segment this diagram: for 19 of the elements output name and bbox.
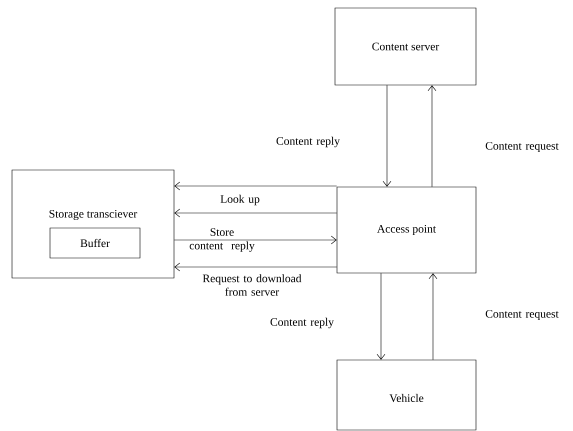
arrow (174, 236, 337, 244)
process-box: Content server (334, 8, 476, 86)
edge-label: Request to download from server (202, 274, 302, 296)
arrow (382, 85, 392, 187)
edge-label: Content reply (276, 136, 340, 148)
edge-label: Look up (220, 194, 260, 206)
arrow (428, 273, 438, 360)
edge-label: Content reply (270, 318, 334, 328)
edge-label: Store content reply (190, 228, 255, 252)
edge-label: Content request (486, 310, 559, 320)
buffer-box: Buffer (50, 228, 140, 258)
arrow (376, 273, 386, 360)
arrow (174, 208, 337, 218)
arrow (428, 85, 436, 187)
process-box: Vehicle (336, 360, 476, 430)
arrow (174, 182, 337, 190)
process-box: Access point (336, 186, 476, 274)
edge-label: Content request (486, 142, 559, 152)
arrow (174, 262, 337, 272)
